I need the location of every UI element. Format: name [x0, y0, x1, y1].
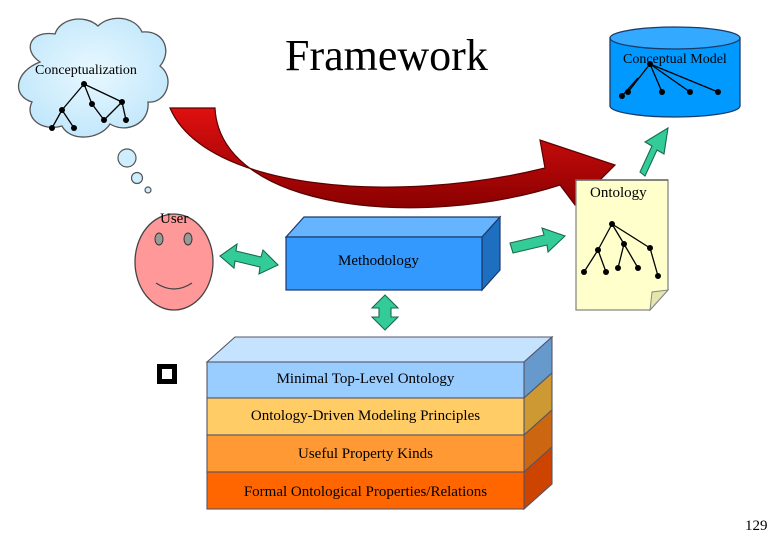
user-label: User [160, 211, 189, 227]
user-face [134, 213, 214, 311]
hollow-square-bullet-icon [157, 364, 177, 384]
conceptual-model-label: Conceptual Model [623, 52, 727, 67]
layer-label: Minimal Top-Level Ontology [276, 371, 455, 387]
ontology-to-model-arrow [639, 126, 669, 177]
page-number: 129 [745, 518, 768, 534]
layer-label: Formal Ontological Properties/Relations [243, 484, 488, 500]
ontology-document [575, 179, 670, 312]
methodology-label: Methodology [338, 253, 419, 269]
layer-block [206, 471, 525, 510]
ontology-label: Ontology [590, 185, 647, 201]
layer-block [206, 361, 525, 399]
conceptual-model-cylinder [609, 26, 741, 118]
layer-block [206, 434, 525, 473]
layer-stack [205, 335, 554, 511]
methodology-stack-arrow [370, 294, 400, 331]
layer-block [206, 397, 525, 436]
tree-graph-icon [581, 221, 661, 279]
layer-label: Ontology-Driven Modeling Principles [250, 408, 481, 424]
framework-curved-arrow [169, 107, 617, 209]
methodology-box [284, 215, 502, 292]
conceptualization-label: Conceptualization [35, 63, 137, 78]
methodology-to-ontology-arrow [509, 227, 567, 254]
layer-label: Useful Property Kinds [298, 446, 433, 462]
user-methodology-arrow [219, 242, 279, 275]
slide-title: Framework [285, 31, 488, 80]
conceptualization-cloud [17, 17, 169, 194]
tree-graph-icon [619, 61, 721, 99]
